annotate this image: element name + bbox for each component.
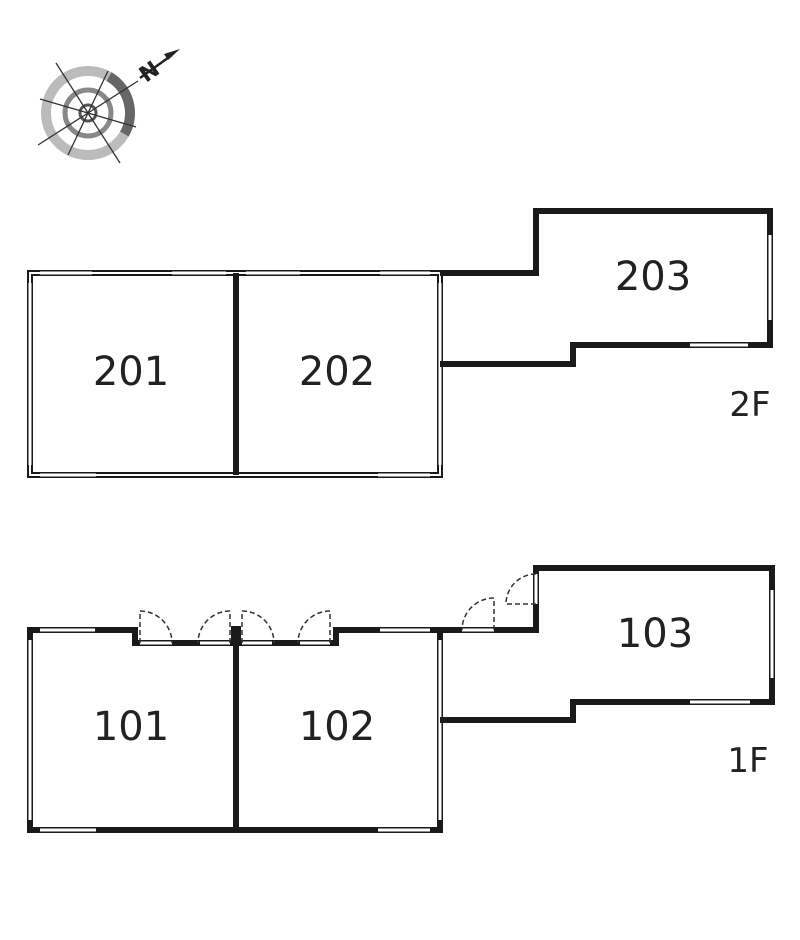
room-103-label: 103 xyxy=(617,611,693,657)
floor-1f-left-block-outline xyxy=(27,627,443,833)
floor-1f-plan: 101 102 103 1F xyxy=(27,565,775,833)
room-101-label: 101 xyxy=(93,704,169,750)
door-swing-103a xyxy=(461,597,495,631)
door-swing-103b xyxy=(505,573,537,605)
floor-1f-room-103-outline xyxy=(440,565,775,723)
compass-icon: N xyxy=(37,49,180,164)
room-201-label: 201 xyxy=(93,349,169,395)
door-swing-101b xyxy=(197,610,231,644)
door-swing-101a xyxy=(139,610,173,644)
floor-1f-label: 1F xyxy=(727,741,768,781)
north-letter: N xyxy=(135,57,164,88)
room-203-label: 203 xyxy=(615,254,691,300)
door-swing-102b xyxy=(297,610,331,644)
room-102-label: 102 xyxy=(299,704,375,750)
floor-2f-label: 2F xyxy=(729,385,770,425)
door-swing-102a xyxy=(241,610,275,644)
floor-2f-plan: 201 202 203 2F xyxy=(27,208,773,478)
room-202-label: 202 xyxy=(299,349,375,395)
floor-2f-room-203-outline xyxy=(440,208,773,367)
